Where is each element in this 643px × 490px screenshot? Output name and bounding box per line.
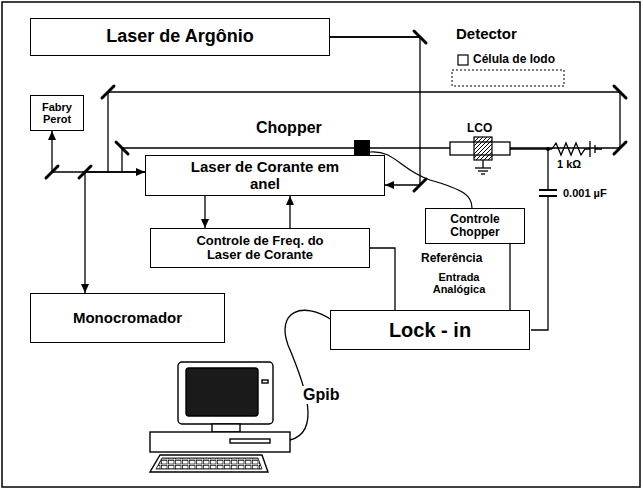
box-label: Controle Chopper bbox=[430, 213, 520, 239]
laser-box: Laser de Corante em anel bbox=[145, 155, 385, 196]
component-label: LCO bbox=[466, 122, 493, 135]
chopper-cable bbox=[370, 152, 472, 208]
wire bbox=[547, 149, 548, 190]
connector bbox=[85, 172, 145, 293]
signal-wire bbox=[531, 196, 548, 330]
laser-box: Laser de Argônio bbox=[30, 18, 330, 56]
control-box: Controle Chopper bbox=[425, 208, 525, 244]
gpib-cable bbox=[285, 310, 332, 440]
mirror bbox=[614, 142, 626, 154]
instrument-box: Fabry Perot bbox=[30, 95, 84, 131]
connector bbox=[509, 244, 510, 310]
wire bbox=[510, 148, 552, 149]
probe-beam bbox=[108, 92, 620, 148]
capacitor-value: 0.001 µF bbox=[562, 187, 608, 199]
resistor-symbol bbox=[552, 143, 590, 155]
monitor bbox=[178, 362, 273, 424]
battery-symbol bbox=[590, 141, 602, 157]
lco-electrode bbox=[474, 137, 492, 160]
screen bbox=[186, 368, 258, 416]
connector bbox=[370, 248, 395, 310]
monitor-button bbox=[262, 380, 268, 383]
signal-name: Referência bbox=[420, 252, 483, 265]
connector bbox=[52, 131, 145, 172]
ground-symbol bbox=[481, 173, 485, 174]
keyboard bbox=[150, 455, 268, 472]
control-box: Controle de Freq. do Laser de Corante bbox=[150, 228, 370, 268]
connector bbox=[289, 196, 290, 228]
monitor-stand bbox=[212, 424, 240, 432]
iodine-cell-symbol bbox=[458, 55, 468, 65]
computer-case bbox=[150, 432, 290, 452]
mirror bbox=[116, 142, 128, 154]
resistor-value: 1 kΩ bbox=[556, 158, 582, 170]
box-label: Laser de Corante em anel bbox=[185, 159, 345, 192]
box-label: Lock - in bbox=[389, 319, 471, 341]
instrument-box: Monocromador bbox=[30, 293, 225, 343]
box-label: Monocromador bbox=[73, 310, 182, 327]
disk-drive bbox=[230, 439, 270, 443]
connector bbox=[204, 196, 205, 228]
iodine-cell bbox=[452, 70, 564, 86]
ground-symbol bbox=[475, 167, 491, 168]
chopper-label: Chopper bbox=[255, 119, 323, 137]
probe-beam bbox=[121, 148, 122, 172]
box-label: Controle de Freq. do Laser de Corante bbox=[194, 234, 326, 263]
capacitor-symbol bbox=[539, 190, 557, 196]
interface-label: Gpib bbox=[302, 386, 340, 404]
keyboard-keys bbox=[156, 458, 262, 469]
instrument-box: Lock - in bbox=[330, 310, 530, 350]
box-label: Laser de Argônio bbox=[106, 27, 253, 47]
junction bbox=[546, 147, 550, 151]
detector-label: Detector bbox=[455, 26, 518, 43]
mirror bbox=[614, 86, 626, 98]
ground-symbol bbox=[478, 170, 488, 171]
probe-beam bbox=[107, 92, 108, 172]
box-label: Fabry Perot bbox=[35, 101, 79, 125]
chopper-blade bbox=[354, 140, 370, 156]
mirror bbox=[102, 86, 114, 98]
signal-name: Entrada Analógica bbox=[414, 271, 504, 295]
cell-label: Célula de Iodo bbox=[472, 53, 556, 66]
ground-wire bbox=[482, 160, 483, 168]
